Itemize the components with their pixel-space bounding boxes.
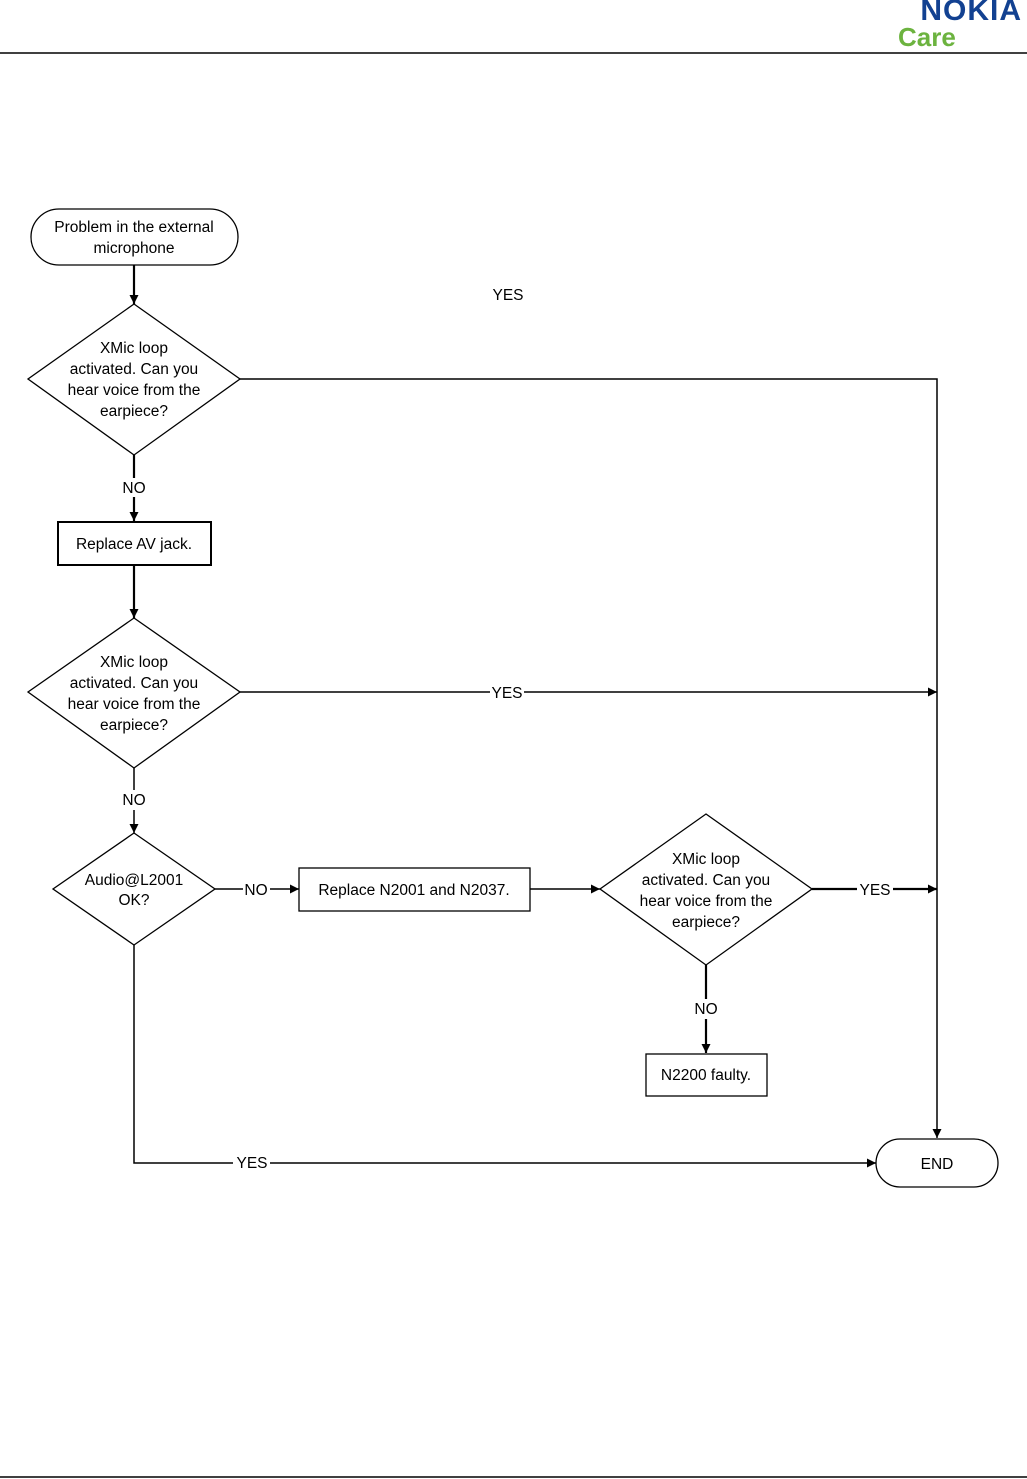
edge-decision3-yes-a (133, 945, 233, 1164)
decision4-label: XMic loop activated. Can you hear voice fr… (640, 851, 773, 931)
text-line: activated. Can you (70, 675, 198, 692)
node-process3: N2200 faulty. (645, 1053, 768, 1097)
text-line: XMic loop (100, 340, 168, 357)
edge-label-no-3: NO (244, 882, 267, 899)
process3-label: N2200 faulty. (661, 1067, 751, 1084)
text-line: XMic loop (100, 654, 168, 671)
text-line: microphone (94, 240, 175, 257)
decision3-diamond (51, 832, 217, 946)
edge-label-yes-5: YES (236, 1155, 267, 1172)
node-decision1: XMic loop activated. Can you hear voice fr… (26, 303, 242, 456)
logo-nokia: NOKIA (920, 0, 1022, 27)
text-line: hear voice from the (68, 696, 201, 713)
edge-label-yes-4: YES (859, 882, 890, 899)
connectors (129, 265, 942, 1168)
node-end: END (875, 1138, 999, 1188)
edge-label-yes-2: YES (491, 685, 522, 702)
text-line: earpiece? (100, 717, 168, 734)
process3-box (645, 1053, 768, 1097)
start-label: Problem in the external microphone (54, 219, 213, 257)
text-line: earpiece? (100, 403, 168, 420)
process1-box (57, 521, 212, 566)
node-process1: Replace AV jack. (57, 521, 212, 566)
node-decision2: XMic loop activated. Can you hear voice fr… (26, 617, 242, 769)
edge-label-no-2: NO (122, 792, 145, 809)
node-process2: Replace N2001 and N2037. (298, 867, 531, 912)
decision4-diamond (598, 813, 814, 966)
end-terminal (875, 1138, 999, 1188)
decision2-label: XMic loop activated. Can you hear voice fr… (68, 654, 201, 734)
node-decision4: XMic loop activated. Can you hear voice fr… (598, 813, 814, 966)
header-logo: NOKIA Care (898, 0, 1022, 52)
text-line: activated. Can you (642, 872, 770, 889)
end-label: END (921, 1156, 954, 1173)
text-line: XMic loop (672, 851, 740, 868)
decision1-label: XMic loop activated. Can you hear voice fr… (68, 340, 201, 420)
decision1-diamond (26, 303, 242, 456)
edge-decision1-yes (240, 378, 942, 1138)
text-line: earpiece? (672, 914, 740, 931)
edge-label-yes-top: YES (492, 287, 523, 304)
text-line: Problem in the external (54, 219, 213, 236)
edge-labels: YES NO YES NO NO YES NO YES (122, 287, 890, 1172)
text-line: hear voice from the (68, 382, 201, 399)
text-line: Audio@L2001 (85, 872, 183, 889)
process1-label: Replace AV jack. (76, 536, 192, 553)
text-line: hear voice from the (640, 893, 773, 910)
node-start: Problem in the external microphone (30, 208, 239, 266)
text-line: activated. Can you (70, 361, 198, 378)
logo-care: Care (898, 22, 956, 52)
text-line: OK? (118, 892, 149, 909)
process2-box (298, 867, 531, 912)
start-terminal (30, 208, 239, 266)
edge-label-no-4: NO (694, 1001, 717, 1018)
decision2-diamond (26, 617, 242, 769)
edge-label-no-1: NO (122, 480, 145, 497)
process2-label: Replace N2001 and N2037. (318, 882, 509, 899)
